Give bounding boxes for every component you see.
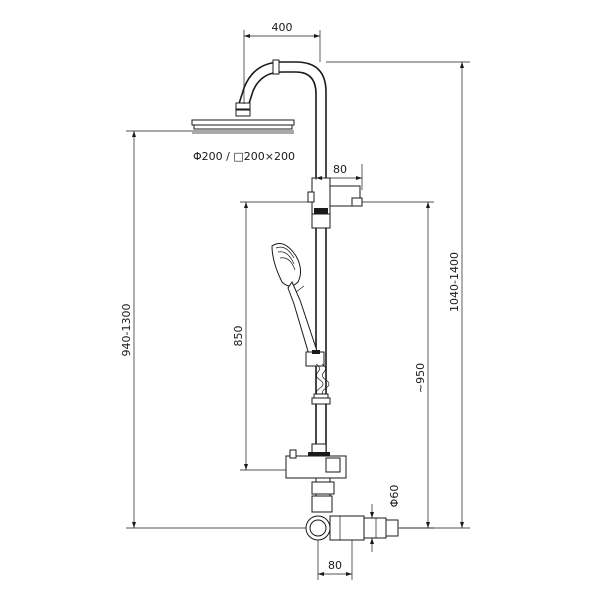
dimension-head-size: Φ200 / □200×200: [193, 150, 295, 163]
dim-950-label: ~950: [414, 363, 427, 393]
dimension-head-height: 940-1300: [120, 130, 306, 529]
slider-bracket: [311, 393, 331, 405]
arm-collar: [235, 102, 251, 110]
dimension-body-diameter: Φ60: [370, 485, 401, 552]
upper-bracket: [307, 177, 363, 229]
arm-clamp: [272, 59, 280, 75]
dimension-overall-height: 1040-1400: [326, 61, 470, 529]
hand-shower: [271, 243, 325, 367]
dim-head-size-label: Φ200 / □200×200: [193, 150, 295, 163]
dim-80-bottom-label: 80: [328, 559, 342, 572]
dim-400-label: 400: [272, 21, 293, 34]
dim-head-height-label: 940-1300: [120, 304, 133, 357]
dimension-arm-projection: 400: [243, 21, 321, 104]
dim-phi60-label: Φ60: [388, 485, 401, 508]
shower-arm: [235, 59, 327, 180]
dimension-body-width: 80: [317, 540, 353, 580]
shower-head: [191, 109, 295, 134]
dimension-slide-height: 850: [232, 201, 312, 471]
dim-overall-height-label: 1040-1400: [448, 252, 461, 312]
dim-80-top-label: 80: [333, 163, 347, 176]
dim-850-label: 850: [232, 326, 245, 347]
hose: [315, 363, 330, 397]
dimension-spout-height: ~950: [362, 201, 434, 529]
mixer-body: [285, 443, 399, 541]
dimension-holder-projection: 80: [315, 163, 363, 190]
